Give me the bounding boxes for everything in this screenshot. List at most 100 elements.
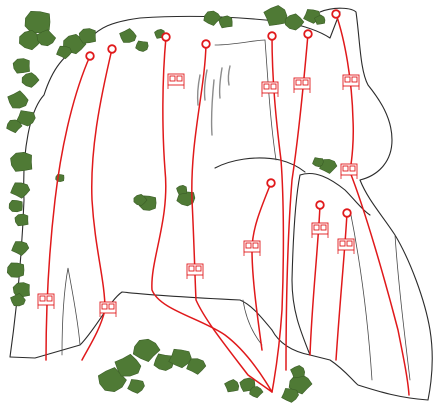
bush-icon — [133, 193, 148, 207]
belay-station-icon — [311, 222, 329, 238]
route-line — [335, 13, 354, 171]
bush-icon — [218, 15, 233, 29]
circle-anchor-icon — [201, 39, 211, 49]
route-line — [335, 212, 348, 361]
bush-icon — [203, 10, 222, 26]
bush-icon — [14, 213, 29, 227]
bush-icon — [119, 28, 137, 43]
circle-anchor-icon — [331, 9, 341, 19]
bush-icon — [224, 379, 240, 393]
climbing-route[interactable] — [151, 32, 273, 393]
bush-icon — [12, 58, 30, 74]
bush-icon — [132, 338, 161, 363]
bush-icon — [176, 184, 188, 195]
left-flake-line — [61, 267, 81, 356]
bush-icon — [290, 365, 306, 379]
climbing-route[interactable] — [331, 9, 360, 171]
climbing-route[interactable] — [335, 208, 355, 361]
bush-icon — [135, 40, 149, 52]
circle-anchor-icon — [342, 208, 352, 218]
bush-icon — [312, 157, 324, 168]
pillar-outline — [319, 7, 433, 401]
climbing-route[interactable] — [285, 29, 313, 371]
circle-anchor-icon — [303, 29, 313, 39]
bush-icon — [6, 119, 23, 134]
bush-icon — [12, 282, 30, 298]
bush-icon — [7, 90, 29, 109]
route-line — [81, 48, 113, 361]
climbing-route[interactable] — [37, 51, 95, 361]
bush-icon — [6, 262, 25, 278]
bush-icon — [249, 386, 264, 399]
climbing-route[interactable] — [261, 31, 285, 393]
main-cliff-outline — [9, 11, 341, 358]
circle-anchor-icon — [161, 32, 171, 42]
route-line — [309, 204, 321, 356]
bush-icon — [10, 151, 33, 172]
circle-anchor-icon — [315, 200, 325, 210]
bush-icon — [8, 199, 23, 213]
bush-icon — [24, 10, 51, 34]
belay-station-icon — [37, 293, 55, 309]
pillar-top-edge — [299, 172, 371, 216]
route-line — [191, 43, 273, 393]
vegetation-layer — [6, 5, 338, 403]
belay-station-icon — [186, 263, 204, 279]
bush-icon — [186, 358, 207, 375]
bush-icon — [127, 379, 145, 394]
inner-crack-line — [242, 299, 263, 346]
bush-icon — [97, 367, 127, 393]
belay-station-icon — [243, 240, 261, 256]
circle-anchor-icon — [85, 51, 95, 61]
belay-station-icon — [167, 73, 185, 89]
routes-layer — [37, 9, 410, 396]
pillar-crack-line — [349, 209, 373, 381]
climbing-route[interactable] — [340, 163, 410, 396]
bush-icon — [78, 28, 96, 44]
water-streak — [196, 74, 201, 106]
water-streak — [227, 65, 231, 86]
route-line — [271, 35, 285, 393]
belay-station-icon — [99, 301, 117, 317]
water-streak — [203, 69, 208, 101]
headwall-line — [214, 39, 266, 46]
route-line — [349, 171, 410, 396]
bush-icon — [281, 388, 299, 403]
climbing-route[interactable] — [243, 178, 276, 351]
bush-icon — [21, 72, 40, 88]
upper-dihedral-line — [264, 39, 277, 161]
bush-icon — [16, 110, 36, 127]
pillar-inner-edge — [291, 174, 311, 356]
bush-icon — [114, 353, 142, 377]
bush-icon — [11, 241, 30, 256]
belay-station-icon — [340, 163, 358, 179]
bush-icon — [314, 14, 326, 25]
upper-ledge-outline — [214, 157, 306, 173]
route-line — [45, 55, 91, 361]
bush-icon — [284, 13, 305, 31]
circle-anchor-icon — [266, 178, 276, 188]
route-line — [151, 36, 273, 393]
rock-outline — [9, 7, 433, 401]
belay-station-icon — [337, 238, 355, 254]
climbing-route[interactable] — [81, 44, 117, 361]
bush-icon — [19, 29, 43, 51]
circle-anchor-icon — [267, 31, 277, 41]
bush-icon — [176, 190, 196, 207]
belay-station-icon — [261, 81, 279, 97]
climbing-route[interactable] — [186, 39, 273, 393]
bush-icon — [263, 5, 288, 26]
climbing-route[interactable] — [309, 200, 329, 356]
bush-icon — [288, 374, 313, 395]
bush-icon — [153, 353, 175, 371]
water-streak — [218, 67, 223, 99]
bush-icon — [36, 29, 57, 47]
base-outline — [9, 291, 429, 401]
bush-icon — [10, 182, 31, 199]
belay-station-icon — [293, 77, 311, 93]
water-streak — [210, 79, 215, 136]
circle-anchor-icon — [107, 44, 117, 54]
bush-icon — [10, 292, 26, 307]
bush-icon — [168, 348, 192, 369]
